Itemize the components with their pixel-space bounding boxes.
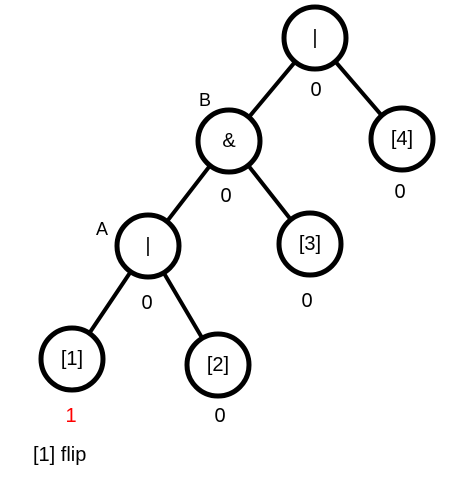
node-label: [2] (207, 354, 229, 376)
edge-root-leaf4 (333, 59, 384, 118)
tree-edges (87, 59, 384, 341)
node-side-label: B (199, 90, 211, 110)
node-label: & (222, 130, 236, 152)
node-label: | (312, 27, 317, 49)
edge-and-leaf3 (246, 163, 293, 222)
node-value: 0 (301, 290, 312, 312)
node-circle (184, 331, 252, 399)
node-leaf3: [3] 0 (276, 210, 344, 312)
edge-or-leaf2 (161, 270, 205, 341)
node-value: 0 (141, 292, 152, 314)
edge-root-and (246, 59, 298, 120)
node-value: 0 (394, 181, 405, 203)
node-leaf4: [4] 0 (368, 105, 436, 203)
node-value: 0 (310, 79, 321, 101)
caption-text: [1] flip (33, 444, 86, 466)
node-label: | (145, 235, 150, 257)
node-side-label: A (96, 219, 108, 239)
node-circle (276, 210, 344, 278)
node-leaf2: [2] 0 (184, 331, 252, 427)
node-circle (195, 107, 263, 175)
edge-or-leaf1 (87, 269, 133, 336)
node-label: [4] (391, 128, 413, 150)
edge-and-or (164, 163, 213, 224)
node-leaf1: [1] 1 (38, 325, 106, 427)
node-value: 0 (214, 405, 225, 427)
node-value: 1 (65, 405, 76, 427)
node-and: & 0 B (195, 90, 263, 207)
node-label: [3] (299, 233, 321, 255)
node-circle (38, 325, 106, 393)
node-label: [1] (61, 348, 83, 370)
node-value: 0 (220, 185, 231, 207)
tree-nodes: |0&0B[4]0|0A[3]0[1]1[2]0 (38, 4, 436, 427)
node-circle (281, 4, 349, 72)
node-circle (368, 105, 436, 173)
node-or: | 0 A (96, 212, 182, 314)
node-circle (114, 212, 182, 280)
node-root: |0 (281, 4, 349, 101)
